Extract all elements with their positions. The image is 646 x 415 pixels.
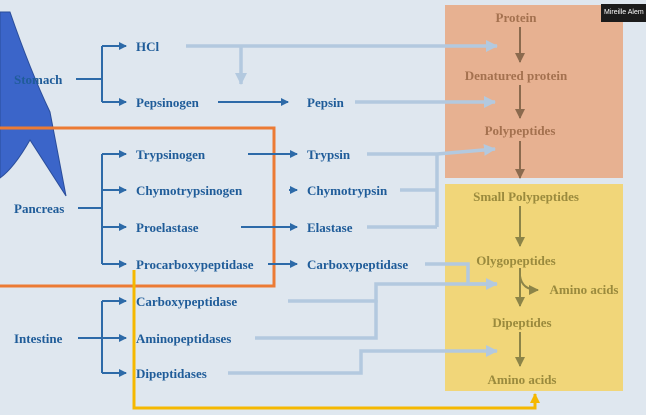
enzyme-brackets	[76, 42, 298, 377]
enzyme-dipeptidases: Dipeptidases	[136, 366, 207, 381]
enzyme-trypsin: Trypsin	[307, 147, 351, 162]
enzyme-pepsinogen: Pepsinogen	[136, 95, 199, 110]
product-dipeptides: Dipeptides	[492, 315, 552, 330]
procarboxy-to-amino-acids-path	[132, 270, 540, 410]
product-polypeptides: Polypeptides	[484, 123, 556, 138]
pancreas-frame	[0, 126, 276, 288]
enzyme-chymotrypsin: Chymotrypsin	[307, 183, 388, 198]
product-denatured-protein: Denatured protein	[464, 68, 568, 83]
organ-label-stomach: Stomach	[14, 72, 63, 87]
dipeptidases-to-dipeptides-arrow	[228, 345, 498, 375]
intestine-carboxy-to-oligo-arrow	[288, 282, 497, 303]
product-protein: Protein	[495, 10, 537, 25]
product-amino-acids: Amino acids	[487, 372, 557, 387]
product-amino-acids-side: Amino acids	[549, 282, 619, 297]
product-arrows	[515, 27, 539, 367]
flow-arrows	[186, 40, 498, 375]
video-participant-label: Mireille Alem	[601, 4, 646, 22]
organ-label-intestine: Intestine	[14, 331, 63, 346]
enzyme-proelastase: Proelastase	[136, 220, 199, 235]
blue-callout-shape	[0, 11, 67, 197]
enzyme-pepsin: Pepsin	[307, 95, 344, 110]
enzyme-aminopeptidases: Aminopeptidases	[136, 331, 232, 346]
enzyme-procarboxypeptidase: Procarboxypeptidase	[136, 257, 254, 272]
enzyme-carboxypeptidase: Carboxypeptidase	[307, 257, 409, 272]
enzyme-chymotrypsinogen: Chymotrypsinogen	[136, 183, 243, 198]
pancreas-to-polypeptides-arrow	[436, 143, 496, 156]
enzyme-hcl: HCl	[136, 39, 160, 54]
aminopeptidases-to-oligo-arrow	[255, 300, 378, 340]
organ-label-pancreas: Pancreas	[14, 201, 65, 216]
product-oligopeptides: Olygopeptides	[476, 253, 556, 268]
enzyme-elastase: Elastase	[307, 220, 353, 235]
product-small-polypeptides: Small Polypeptides	[473, 189, 579, 204]
enzyme-intestine-carboxypeptidase: Carboxypeptidase	[136, 294, 238, 309]
enzyme-trypsinogen: Trypsinogen	[136, 147, 206, 162]
